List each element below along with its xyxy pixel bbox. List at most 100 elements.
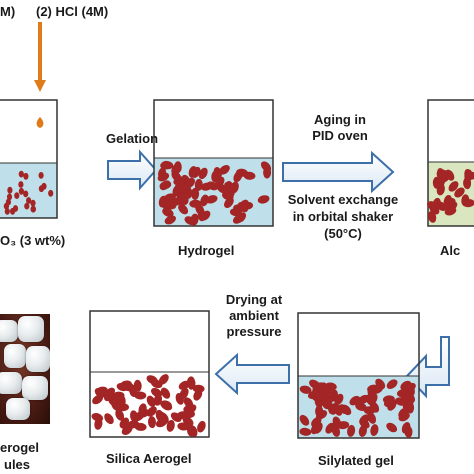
particle xyxy=(104,413,114,425)
particle xyxy=(130,410,139,423)
particle xyxy=(160,400,172,409)
particle xyxy=(232,214,244,224)
particle xyxy=(198,167,208,180)
particle xyxy=(332,416,342,429)
particle xyxy=(243,171,256,180)
particle xyxy=(386,422,398,433)
particle xyxy=(462,199,474,208)
particle xyxy=(448,181,459,192)
particle xyxy=(18,187,24,195)
silylated-particles xyxy=(299,378,416,438)
particle xyxy=(18,181,24,188)
particle xyxy=(23,190,29,198)
drying-label-line-1: Drying at xyxy=(225,292,283,307)
particle xyxy=(153,393,163,406)
silica-aerogel-label: Silica Aerogel xyxy=(106,451,192,466)
particle xyxy=(200,194,209,207)
particle xyxy=(358,394,370,404)
particle xyxy=(313,422,323,434)
solvent-exchange-line-3: (50°C) xyxy=(324,226,362,241)
particle xyxy=(188,425,198,437)
particle xyxy=(205,195,218,204)
particle xyxy=(370,424,379,437)
drying-arrow xyxy=(214,352,290,396)
particle xyxy=(333,404,343,416)
particle xyxy=(94,388,106,398)
particle xyxy=(223,187,235,197)
particle xyxy=(444,206,457,216)
particle xyxy=(257,195,270,204)
particle xyxy=(427,211,437,223)
particle xyxy=(315,405,324,418)
alcogel-label: Alc xyxy=(440,243,461,258)
particle xyxy=(171,171,182,182)
particle xyxy=(200,210,211,221)
aerogel-particles xyxy=(91,374,206,437)
hydrogel-label: Hydrogel xyxy=(178,243,235,258)
particle xyxy=(363,406,376,415)
granules-label-line-2: ules xyxy=(4,457,31,472)
particle xyxy=(187,377,196,390)
particle xyxy=(134,391,147,400)
particle xyxy=(445,169,455,181)
particle xyxy=(155,418,168,428)
particle xyxy=(121,425,133,436)
particle xyxy=(197,420,206,433)
particle xyxy=(38,172,44,179)
dropper-icon xyxy=(34,22,46,92)
particle xyxy=(404,382,416,393)
particle xyxy=(405,392,416,403)
particle xyxy=(162,208,174,217)
particle xyxy=(178,380,190,390)
particle xyxy=(26,197,32,204)
droplet-icon xyxy=(36,117,44,128)
particle xyxy=(14,192,20,200)
particle xyxy=(321,397,331,410)
particle xyxy=(18,170,24,178)
particle xyxy=(158,195,168,208)
particle xyxy=(192,384,205,393)
hydrogel-beaker xyxy=(153,99,274,227)
particle xyxy=(386,379,398,389)
particle xyxy=(398,407,409,419)
reagent-1-label: M) xyxy=(0,4,16,19)
aging-label-line-2: PID oven xyxy=(312,128,368,143)
particle xyxy=(191,166,201,178)
sol-beaker xyxy=(0,99,58,219)
granules-label-line-1: erogel xyxy=(0,440,40,455)
drying-label-line-3: pressure xyxy=(226,324,282,339)
particle xyxy=(349,395,361,406)
particle xyxy=(367,412,377,424)
particle xyxy=(48,189,54,197)
particle xyxy=(138,403,147,416)
particle xyxy=(355,402,367,411)
sol-particles xyxy=(3,170,54,215)
particle xyxy=(30,205,36,213)
particle xyxy=(299,385,312,394)
aging-arrow xyxy=(282,150,395,194)
particle xyxy=(427,201,439,211)
particle xyxy=(147,416,157,429)
particle xyxy=(7,186,13,194)
gelation-label: Gelation xyxy=(106,131,159,146)
particle xyxy=(185,404,197,415)
particle xyxy=(219,164,230,175)
gelation-arrow xyxy=(107,149,158,191)
aging-label-line-1: Aging in xyxy=(314,112,366,127)
particle xyxy=(10,207,16,215)
particle xyxy=(4,208,10,215)
reagent-2-label: (2) HCl (4M) xyxy=(36,4,109,19)
particle xyxy=(41,182,47,190)
particle xyxy=(299,414,310,426)
particle xyxy=(229,208,242,217)
particle xyxy=(115,409,125,421)
particle xyxy=(437,169,447,182)
particle xyxy=(160,387,171,399)
particle xyxy=(177,422,190,431)
particle xyxy=(179,387,189,400)
particle xyxy=(224,197,234,209)
particle xyxy=(299,427,312,436)
particle xyxy=(24,202,30,210)
aerogel-granules-photo xyxy=(0,314,50,424)
particle xyxy=(383,399,396,408)
